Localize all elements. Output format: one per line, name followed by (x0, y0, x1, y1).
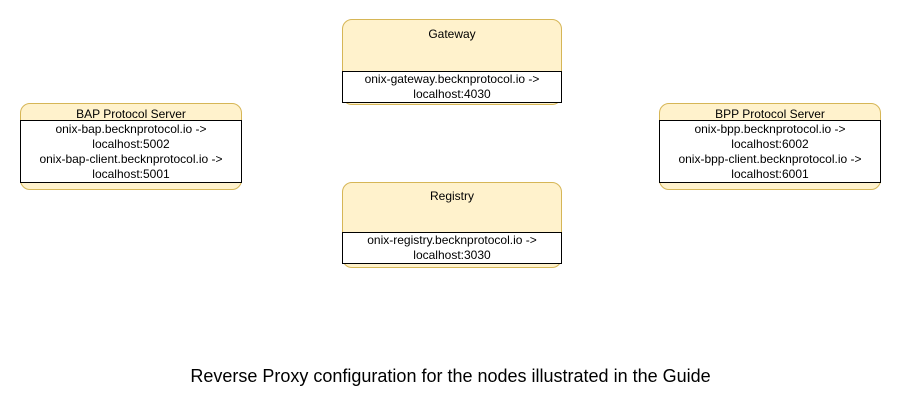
node-registry-title: Registry (429, 189, 474, 203)
node-bpp-proxy-mapping: onix-bpp.becknprotocol.io -> localhost:6… (659, 120, 881, 183)
node-gateway-proxy-mapping: onix-gateway.becknprotocol.io -> localho… (342, 71, 562, 103)
proxy-mapping-line: onix-bpp.becknprotocol.io -> (694, 121, 846, 136)
proxy-mapping-line: onix-gateway.becknprotocol.io -> (364, 72, 540, 86)
node-gateway: Gateway onix-gateway.becknprotocol.io ->… (342, 19, 562, 105)
proxy-mapping-line: localhost:3030 (413, 248, 491, 262)
proxy-mapping-line: onix-bap.becknprotocol.io -> (55, 121, 207, 136)
node-gateway-title: Gateway (428, 27, 476, 41)
proxy-mapping-line: onix-bap-client.becknprotocol.io -> (39, 151, 223, 166)
node-registry-proxy-mapping: onix-registry.becknprotocol.io -> localh… (342, 232, 562, 264)
node-bpp-protocol-server: BPP Protocol Server onix-bpp.becknprotoc… (659, 103, 881, 190)
proxy-mapping-line: localhost:4030 (413, 87, 491, 101)
proxy-mapping-line: localhost:6002 (731, 136, 809, 151)
proxy-mapping-line: localhost:5001 (92, 166, 170, 181)
node-bap-title: BAP Protocol Server (76, 107, 186, 121)
diagram-caption: Reverse Proxy configuration for the node… (190, 366, 711, 386)
node-bpp-title: BPP Protocol Server (715, 107, 825, 121)
node-registry: Registry onix-registry.becknprotocol.io … (342, 182, 562, 268)
proxy-mapping-line: onix-bpp-client.becknprotocol.io -> (678, 151, 862, 166)
node-bap-proxy-mapping: onix-bap.becknprotocol.io -> localhost:5… (20, 120, 242, 183)
proxy-mapping-line: localhost:6001 (731, 166, 809, 181)
proxy-mapping-line: onix-registry.becknprotocol.io -> (367, 233, 537, 247)
node-bap-protocol-server: BAP Protocol Server onix-bap.becknprotoc… (20, 103, 242, 190)
proxy-mapping-line: localhost:5002 (92, 136, 170, 151)
